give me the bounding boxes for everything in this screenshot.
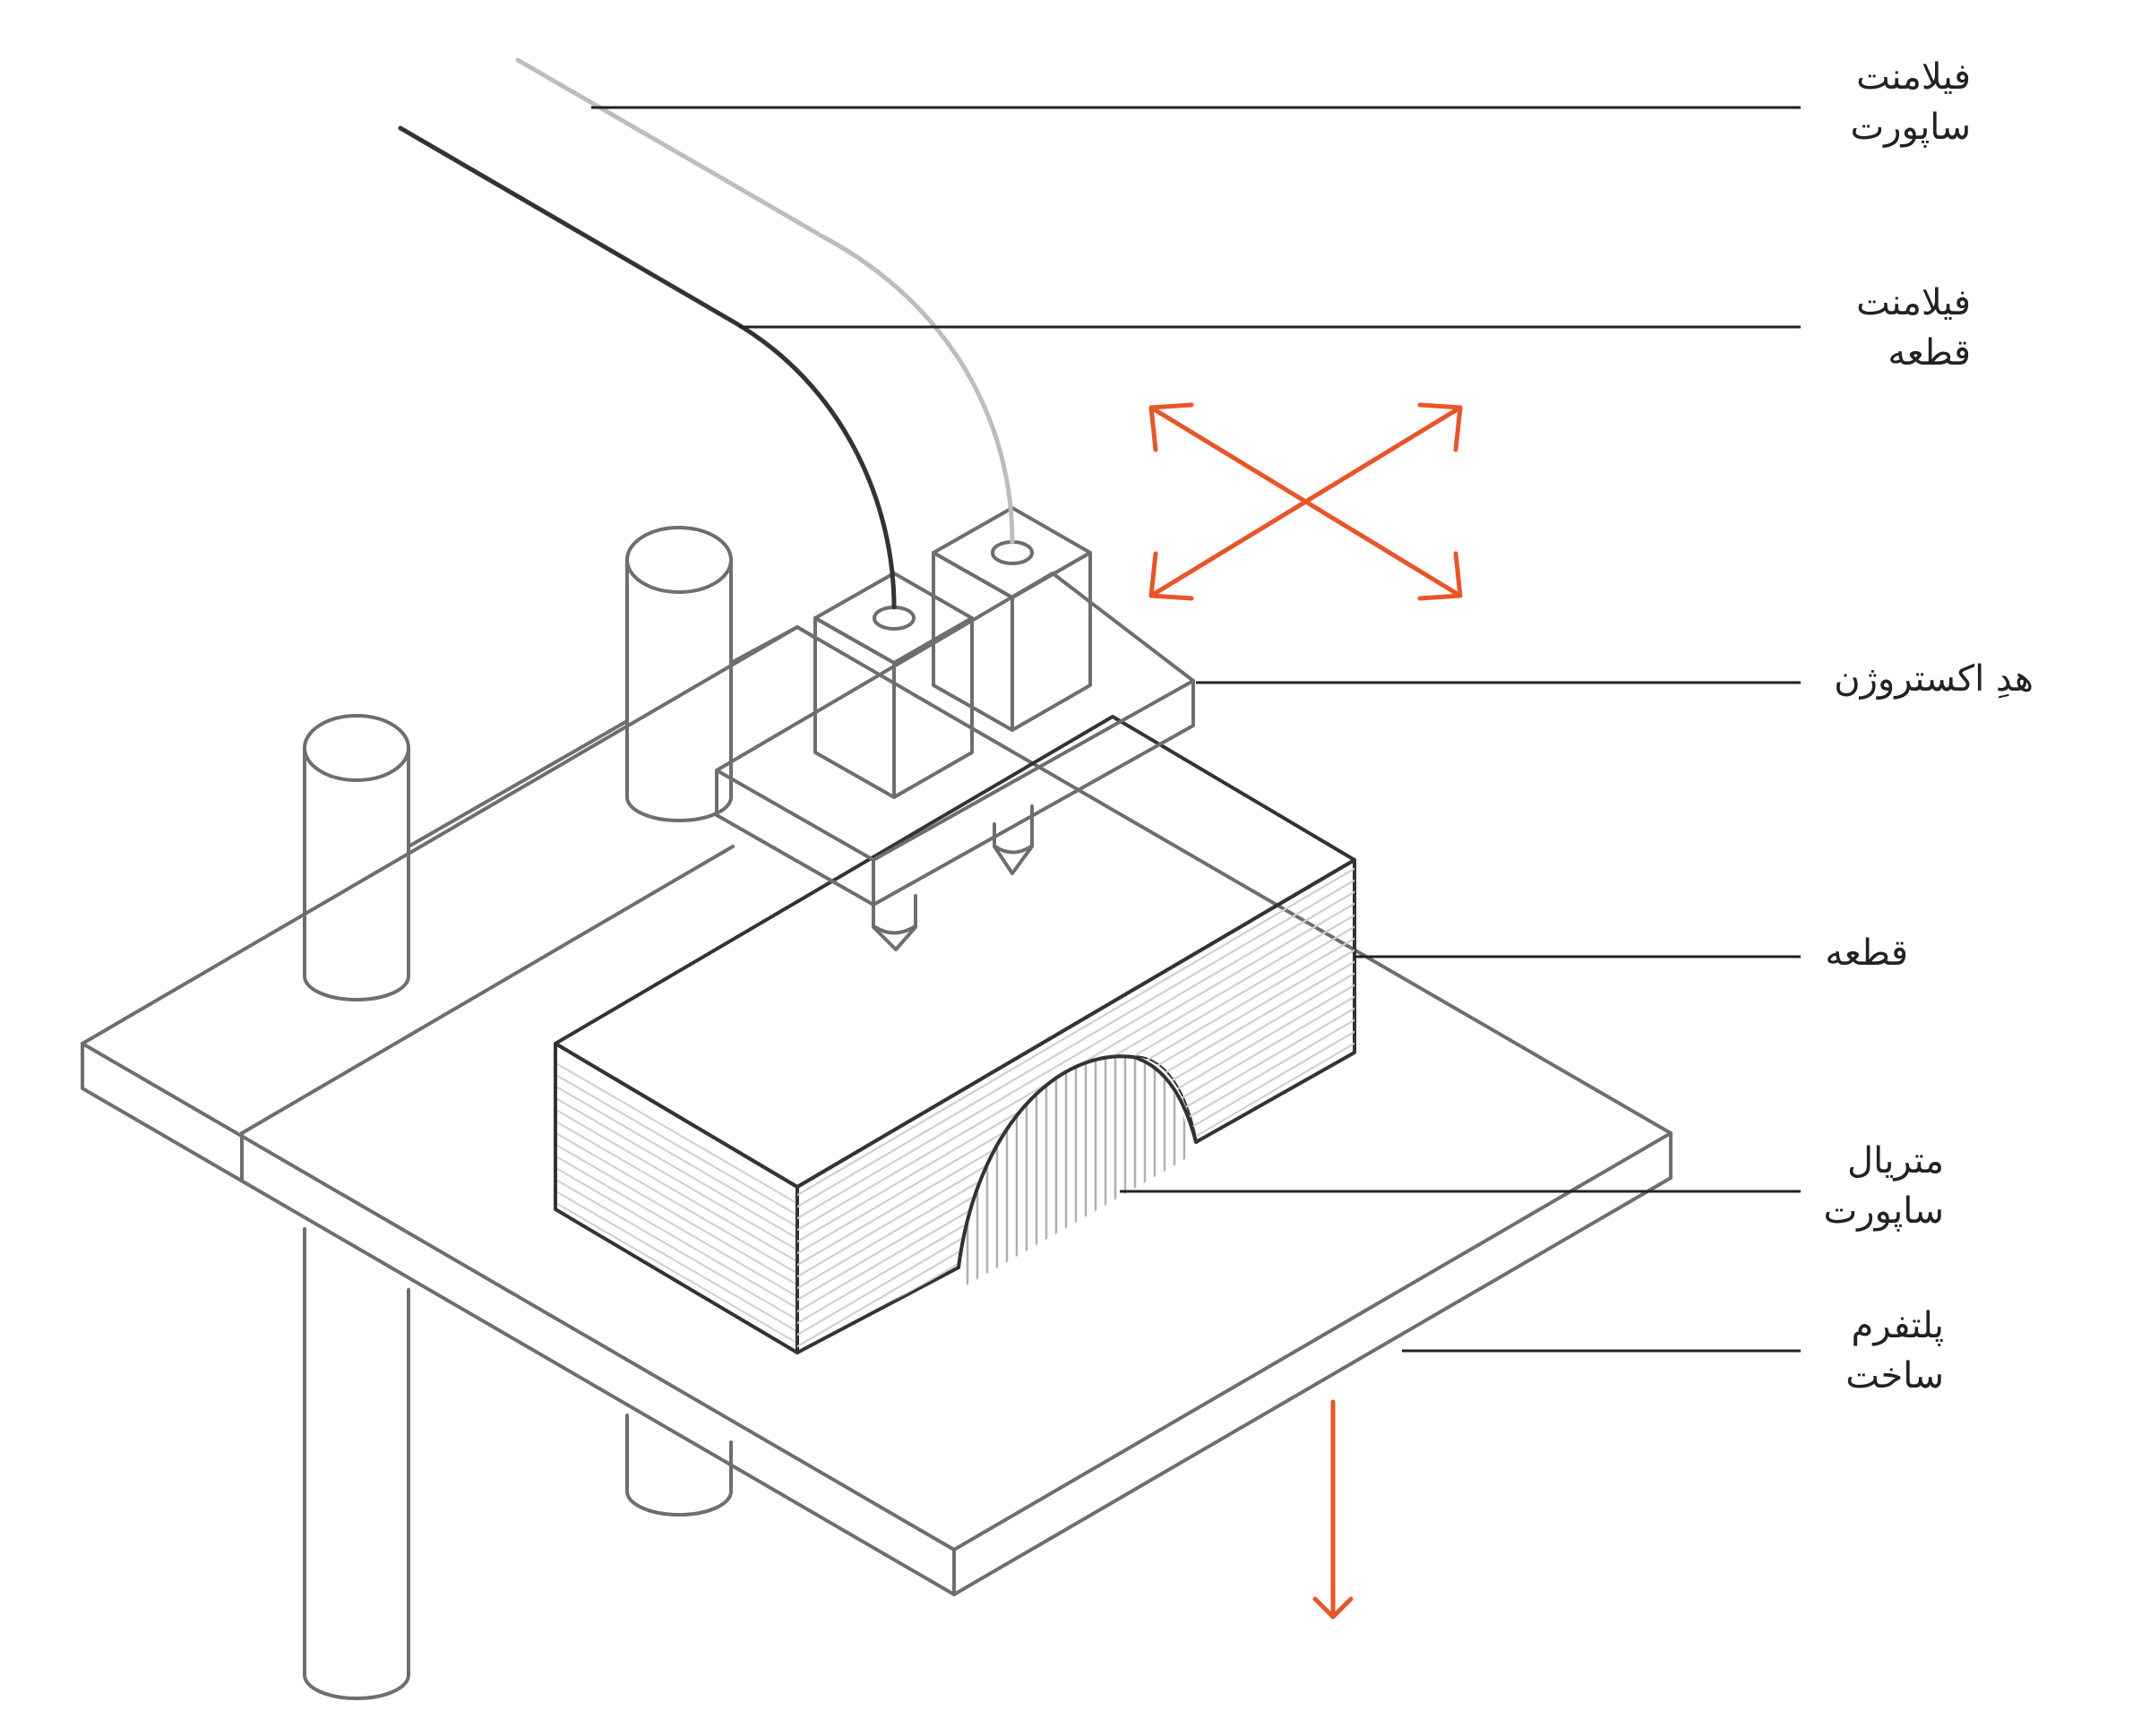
hatch-line — [555, 1052, 797, 1215]
hatch-line — [555, 1156, 797, 1319]
hatch-line — [555, 1215, 797, 1353]
label-support-material-line1: متریال — [1847, 1140, 1944, 1182]
z-motion-arrow — [1312, 1399, 1354, 1620]
front-leg-left — [303, 1227, 410, 1700]
label-part-line1: قطعه — [1825, 932, 1908, 974]
label-extrusion-head-line1: هدِ اکستروژن — [1834, 658, 2034, 700]
hatch-line — [555, 1168, 797, 1331]
leader-lines — [591, 106, 1801, 1353]
hatch-line — [555, 1285, 797, 1353]
hatch-line — [797, 864, 1354, 1201]
label-support-filament: فیلامنت ساپورت — [1774, 52, 1971, 152]
part-filament-line — [398, 125, 897, 610]
support-filament-line — [515, 57, 1015, 545]
hatch-line — [555, 1133, 797, 1296]
label-build-platform: پلتفرم ساخت — [1774, 1301, 1944, 1401]
back-post-left — [303, 714, 410, 1001]
label-build-platform-line1: پلتفرم — [1851, 1305, 1944, 1346]
hatch-line — [555, 1122, 797, 1285]
xy-motion-arrows — [1148, 402, 1463, 601]
hatch-line — [555, 1180, 797, 1343]
label-extrusion-head: هدِ اکستروژن — [1819, 654, 2034, 704]
label-support-material: متریال ساپورت — [1774, 1136, 1944, 1236]
label-part-filament-line2: قطعه — [1888, 332, 1971, 374]
back-post-right — [625, 526, 733, 1517]
hatch-line — [555, 1110, 797, 1273]
hatch-line — [555, 1098, 797, 1261]
hatch-line — [555, 1145, 797, 1308]
label-support-filament-line1: فیلامنت — [1856, 56, 1971, 98]
build-platform-shape — [81, 625, 1673, 1596]
hatch-line — [538, 1355, 815, 1517]
label-build-platform-line2: ساخت — [1845, 1355, 1944, 1397]
hatch-line — [555, 1343, 797, 1353]
hatch-line — [555, 1273, 797, 1353]
hatch-line — [555, 1319, 797, 1353]
hatch-line — [555, 1087, 797, 1250]
hatch-line — [555, 1261, 797, 1353]
hatch-line — [555, 1191, 797, 1353]
hatch-line — [555, 1063, 797, 1226]
label-part-filament-line1: فیلامنت — [1856, 282, 1971, 323]
hatch-line — [555, 1331, 797, 1353]
printed-part-shape — [538, 715, 1356, 1517]
hatch-line — [555, 1226, 797, 1353]
hatch-line — [797, 875, 1354, 1213]
hatch-line — [555, 1203, 797, 1353]
extrusion-head-shape — [715, 506, 1195, 951]
label-part: قطعه — [1819, 928, 1908, 978]
hatch-line — [797, 887, 1354, 1225]
label-part-filament: فیلامنت قطعه — [1774, 278, 1971, 378]
hatch-line — [555, 1075, 797, 1238]
label-support-material-line2: ساپورت — [1823, 1190, 1944, 1232]
label-support-filament-line2: ساپورت — [1850, 107, 1971, 148]
